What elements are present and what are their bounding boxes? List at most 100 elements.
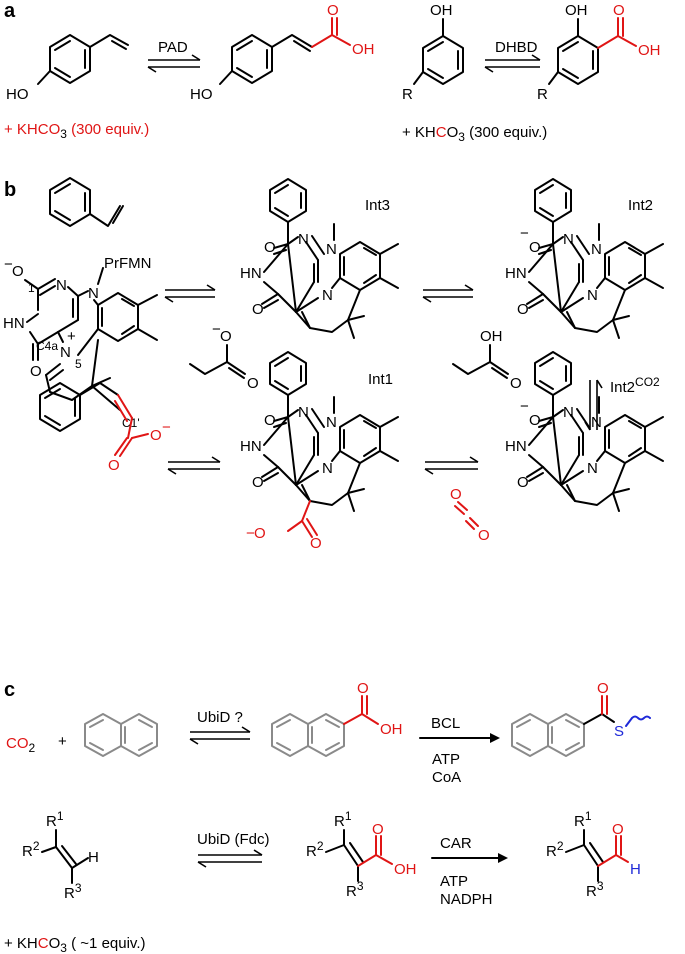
- svg-text:S: S: [614, 723, 624, 740]
- svg-text:−: −: [212, 321, 221, 338]
- arrow-car: CAR ATP NADPH: [431, 835, 508, 908]
- svg-text:+: +: [58, 733, 67, 750]
- svg-text:1: 1: [28, 281, 35, 295]
- panel-label-c: c: [4, 679, 15, 701]
- svg-text:O: O: [510, 375, 522, 392]
- svg-text:O: O: [247, 375, 259, 392]
- svg-text:DHBD: DHBD: [495, 39, 538, 56]
- svg-text:PrFMN: PrFMN: [104, 255, 152, 272]
- arrow-bcl: BCL ATP CoA: [419, 715, 500, 786]
- svg-text:R: R: [402, 86, 413, 103]
- equilibrium-arrow-b2: [422, 284, 474, 303]
- svg-text:R1: R1: [574, 809, 592, 830]
- propionate: − O O: [189, 321, 259, 392]
- svg-text:R3: R3: [586, 879, 604, 900]
- svg-text:N: N: [56, 277, 67, 294]
- svg-text:−: −: [520, 225, 529, 242]
- svg-text:UbiD (Fdc): UbiD (Fdc): [197, 831, 270, 848]
- svg-text:NADPH: NADPH: [440, 891, 493, 908]
- svg-text:HO: HO: [190, 86, 213, 103]
- svg-text:CAR: CAR: [440, 835, 472, 852]
- svg-text:CoA: CoA: [432, 769, 461, 786]
- svg-text:OH: OH: [638, 42, 661, 59]
- svg-text:BCL: BCL: [431, 715, 460, 732]
- panel-label-b: b: [4, 179, 16, 201]
- svg-text:O: O: [310, 535, 322, 552]
- svg-text:H: H: [630, 861, 641, 878]
- svg-text:OH: OH: [565, 2, 588, 19]
- naphthoic-acid: O OH: [271, 680, 403, 757]
- equilibrium-arrow-ubid-fdc: UbiD (Fdc): [197, 831, 270, 868]
- svg-text:O: O: [450, 486, 462, 503]
- panel-label-a: a: [4, 0, 16, 22]
- svg-text:OH: OH: [380, 721, 403, 738]
- svg-text:O: O: [254, 525, 266, 542]
- int3-label: Int3: [365, 197, 390, 214]
- svg-text:ATP: ATP: [440, 873, 468, 890]
- aldehyde-product: R1 R2 R3 O H: [546, 809, 641, 900]
- svg-text:−: −: [4, 256, 13, 273]
- prfmn-cofactor: − O 1 N HN O N PrFMN C4a + N 5: [3, 255, 158, 430]
- svg-text:HN: HN: [3, 315, 25, 332]
- int2-label: Int2: [628, 197, 653, 214]
- svg-text:OH: OH: [430, 2, 453, 19]
- svg-text:R3: R3: [346, 879, 364, 900]
- pad-bicarbonate-note: + KHCO3 (300 equiv.): [4, 121, 149, 141]
- svg-text:PAD: PAD: [158, 39, 188, 56]
- svg-text:UbiD ?: UbiD ?: [197, 709, 243, 726]
- svg-text:R3: R3: [64, 881, 82, 902]
- svg-text:+: +: [67, 328, 76, 345]
- svg-text:R2: R2: [306, 839, 324, 860]
- svg-text:R1: R1: [46, 809, 64, 830]
- styrene: [49, 177, 124, 227]
- equilibrium-arrow-ubid-q: UbiD ?: [189, 709, 251, 745]
- int1-label: Int1: [368, 371, 393, 388]
- phenol-substrate: OH R: [402, 2, 464, 103]
- naphthalene: [84, 713, 158, 757]
- coumaric-acid: O OH HO: [190, 2, 375, 103]
- ubid-bicarbonate-note: + KHCO3 ( ~1 equiv.): [4, 935, 145, 954]
- svg-text:N: N: [60, 344, 71, 361]
- svg-text:R2: R2: [546, 839, 564, 860]
- svg-text:5: 5: [75, 357, 82, 371]
- intermediate-int1: [239, 351, 399, 538]
- svg-text:O: O: [613, 2, 625, 19]
- svg-text:−: −: [520, 398, 529, 415]
- svg-text:H: H: [88, 849, 99, 866]
- svg-text:C4a: C4a: [36, 339, 58, 353]
- equilibrium-arrow-b1: [164, 284, 216, 303]
- equilibrium-arrow-b4: [167, 456, 221, 475]
- svg-text:R2: R2: [22, 839, 40, 860]
- svg-text:OH: OH: [480, 328, 503, 345]
- svg-text:O: O: [108, 457, 120, 474]
- naphthoyl-coa: O S: [511, 680, 651, 757]
- carbon-dioxide: O O: [450, 486, 490, 544]
- alkene-substrate: R1 R2 H R3: [22, 809, 99, 902]
- equilibrium-arrow-dhbd: DHBD: [484, 39, 541, 73]
- svg-text:HO: HO: [6, 86, 29, 103]
- svg-text:O: O: [12, 263, 24, 280]
- svg-text:−: −: [246, 525, 255, 542]
- svg-text:OH: OH: [394, 861, 417, 878]
- hydroxybenzoic-acid: OH O OH R: [537, 2, 661, 103]
- svg-text:O: O: [612, 821, 624, 838]
- svg-text:N: N: [88, 285, 99, 302]
- int2co2-label: Int2CO2: [610, 375, 660, 396]
- propionic-acid: OH O: [452, 328, 522, 392]
- svg-text:OH: OH: [352, 41, 375, 58]
- equilibrium-arrow-b5: [424, 456, 479, 475]
- svg-text:−: −: [162, 419, 171, 436]
- vinylphenol: HO: [6, 34, 129, 103]
- acrylic-acid: R1 R2 R3 O OH: [306, 809, 417, 900]
- svg-text:O: O: [220, 328, 232, 345]
- cinnamate: O O −: [39, 382, 171, 474]
- svg-text:O: O: [357, 680, 369, 697]
- svg-text:O: O: [327, 2, 339, 19]
- svg-text:O: O: [478, 527, 490, 544]
- svg-text:O: O: [150, 427, 162, 444]
- svg-text:R: R: [537, 86, 548, 103]
- svg-text:ATP: ATP: [432, 751, 460, 768]
- svg-text:O: O: [597, 680, 609, 697]
- svg-text:R1: R1: [334, 809, 352, 830]
- svg-text:O: O: [30, 363, 42, 380]
